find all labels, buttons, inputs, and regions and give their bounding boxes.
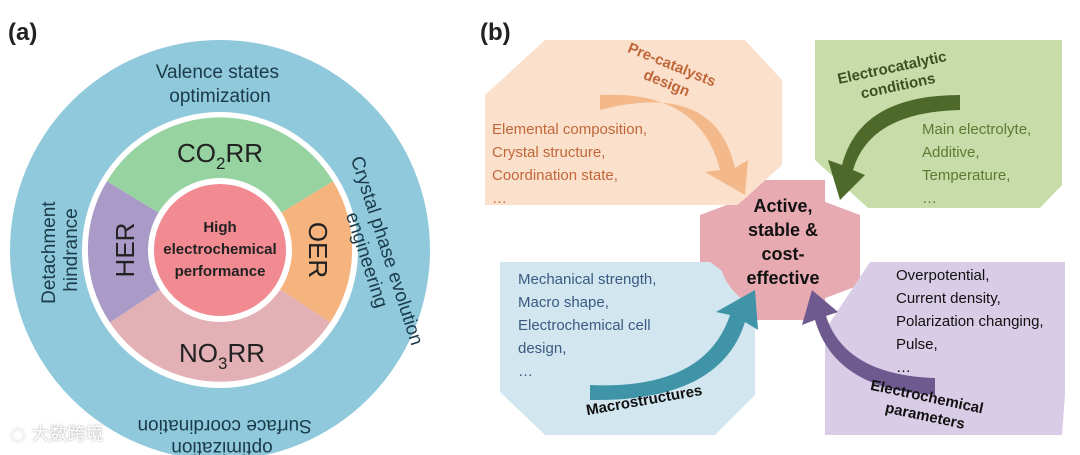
macrostructures-arrow [590, 290, 758, 401]
macrostructures-box [500, 262, 755, 435]
detachment-text: Detachment hindrance [39, 196, 82, 304]
center-text-line-2: electrochemical [163, 241, 276, 258]
surface-text: Surface coordination optimization [132, 415, 312, 455]
center-text-line-3: performance [175, 263, 266, 280]
parameters-item: Pulse, [896, 336, 938, 353]
macrostructures-item: Electrochemical cell [518, 317, 651, 334]
electrocatalytic-item: Temperature, [922, 167, 1010, 184]
surface-text-line-1: Surface coordination [138, 415, 312, 436]
parameters-box [825, 262, 1065, 435]
precatalysts-box [485, 40, 782, 205]
valence-text: Valence states optimization [156, 62, 285, 107]
precatalysts-item: Crystal structure, [492, 144, 605, 161]
co2rr-label: CO2RR [177, 138, 263, 173]
panel-b-label: (b) [480, 19, 511, 46]
precatalysts-item: … [492, 190, 507, 207]
precatalysts-items: Elemental composition, Crystal structure… [492, 121, 647, 207]
watermark: ◌ 大数跨境 [10, 420, 103, 446]
center-circle [154, 184, 286, 316]
macrostructures-item: Mechanical strength, [518, 271, 656, 288]
valence-text-line-2: optimization [169, 86, 270, 107]
no3rr-label: NO3RR [179, 338, 265, 373]
electrocatalytic-item: Main electrolyte, [922, 121, 1031, 138]
electrocatalytic-items: Main electrolyte, Additive, Temperature,… [922, 121, 1031, 207]
parameters-item: Current density, [896, 290, 1001, 307]
valence-text-line-1: Valence states [156, 62, 279, 83]
macrostructures-items: Mechanical strength, Macro shape, Electr… [518, 271, 656, 380]
macrostructures-item: design, [518, 340, 566, 357]
electrocatalytic-item: … [922, 190, 937, 207]
center-b-line-2: stable & [748, 220, 818, 240]
electrocatalytic-arrow [828, 95, 960, 200]
center-b-line-1: Active, [753, 196, 812, 216]
precatalysts-item: Elemental composition, [492, 121, 647, 138]
macrostructures-item: Macro shape, [518, 294, 609, 311]
center-b-line-4: effective [746, 268, 819, 288]
electrocatalytic-box [815, 40, 1062, 208]
detachment-text-line-2: hindrance [61, 208, 82, 291]
oer-label: OER [303, 222, 333, 278]
watermark-logo-icon: ◌ [10, 424, 26, 445]
precatalysts-item: Coordination state, [492, 167, 618, 184]
macrostructures-item: … [518, 363, 533, 380]
parameters-items: Overpotential, Current density, Polariza… [896, 267, 1044, 376]
her-label: HER [110, 223, 140, 278]
electrocatalytic-item: Additive, [922, 144, 980, 161]
center-text-line-1: High [203, 219, 236, 236]
surface-text-line-2: optimization [171, 437, 272, 455]
center-b-line-3: cost- [761, 244, 804, 264]
parameters-item: Polarization changing, [896, 313, 1044, 330]
center-circle-b [718, 188, 842, 312]
parameters-item: … [896, 359, 911, 376]
precatalysts-arrow [600, 94, 748, 195]
parameters-arrow [802, 290, 935, 395]
detachment-text-line-1: Detachment [39, 201, 60, 304]
panel-a-label: (a) [8, 19, 37, 46]
watermark-text: 大数跨境 [31, 424, 104, 445]
parameters-item: Overpotential, [896, 267, 989, 284]
